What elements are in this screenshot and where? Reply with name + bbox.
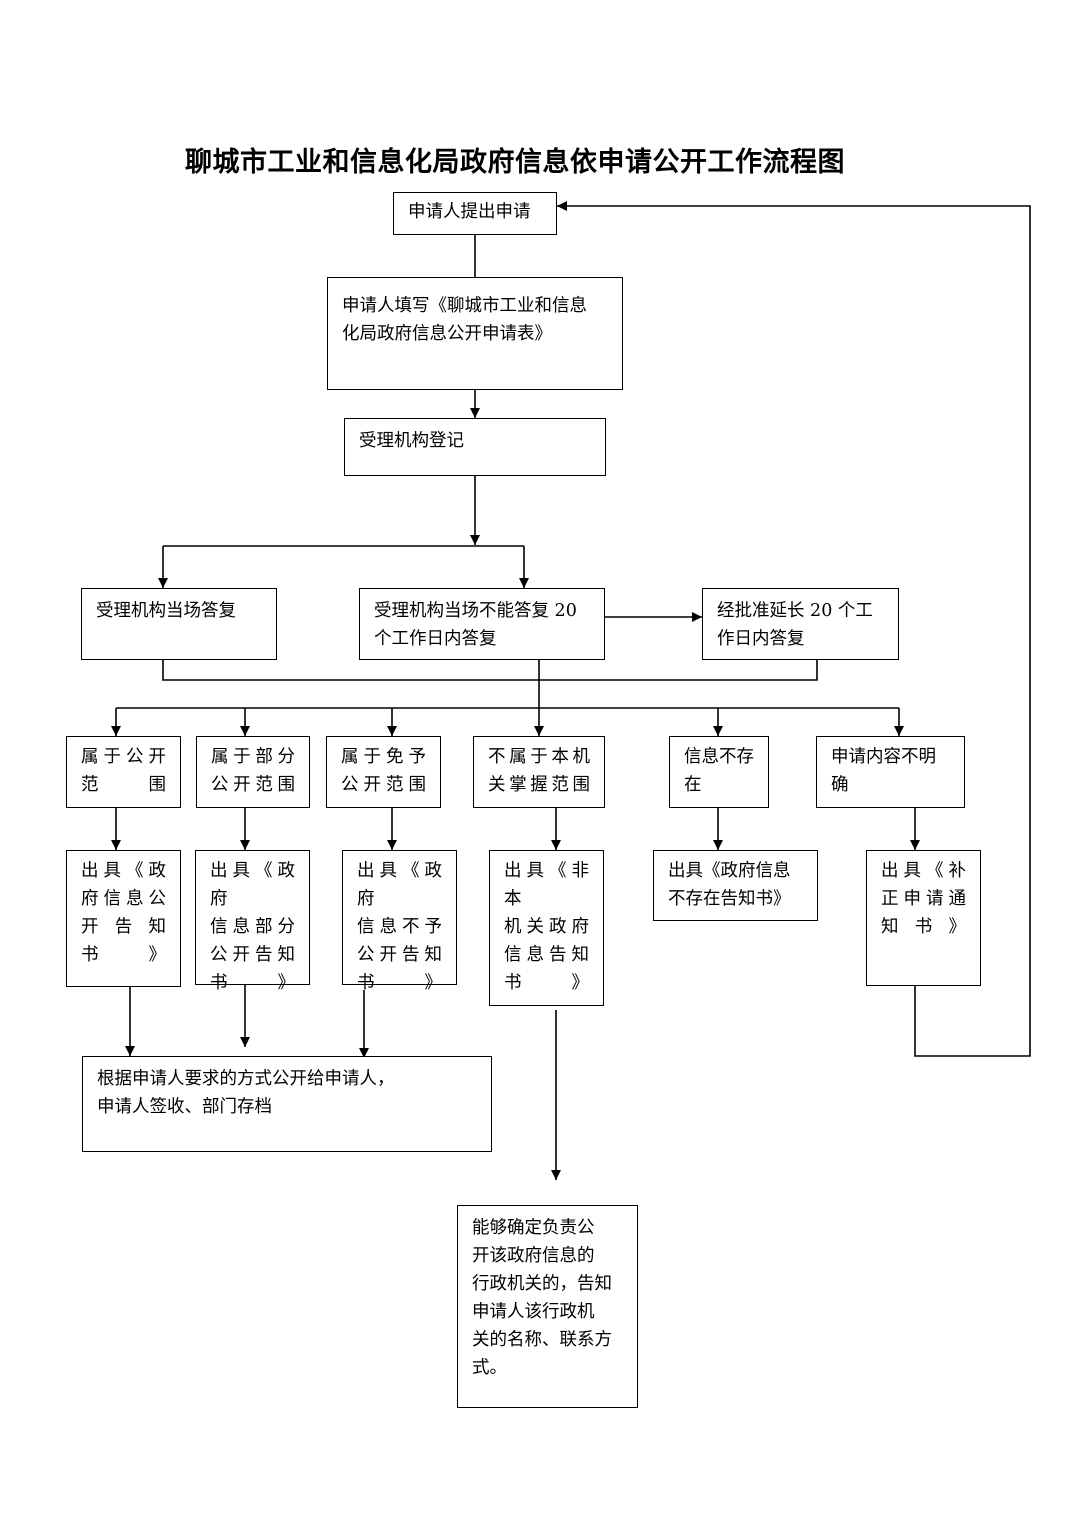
node-register: 受理机构登记 (344, 418, 606, 476)
node-inform-org: 能够确定负责公 开该政府信息的 行政机关的，告知 申请人该行政机 关的名称、联系… (457, 1205, 638, 1408)
node-deliver: 根据申请人要求的方式公开给申请人， 申请人签收、部门存档 (82, 1056, 492, 1152)
node-unclear: 申请内容不明 确 (816, 736, 965, 808)
node-extend-20days: 经批准延长 20 个工 作日内答复 (702, 588, 899, 660)
connector-merge-line (162, 660, 818, 681)
node-reply-on-spot: 受理机构当场答复 (81, 588, 277, 660)
node-not-our-scope: 不属于本机 关掌握范围 (473, 736, 605, 808)
node-fill-form: 申请人填写《聊城市工业和信息 化局政府信息公开申请表》 (327, 277, 623, 390)
node-reply-20days: 受理机构当场不能答复 20 个工作日内答复 (359, 588, 605, 660)
arrow-correction-loop (557, 201, 1031, 1057)
node-notice-public: 出具《政 府信息公 开告知 书》 (66, 850, 181, 987)
node-apply: 申请人提出申请 (393, 192, 557, 235)
node-partial-scope: 属于部分 公开范围 (196, 736, 310, 808)
node-public-scope: 属于公开 范围 (66, 736, 181, 808)
node-exempt-scope: 属于免予 公开范围 (326, 736, 441, 808)
page-title: 聊城市工业和信息化局政府信息依申请公开工作流程图 (185, 147, 845, 178)
node-notice-correction: 出具《补 正申请通 知书》 (866, 850, 981, 986)
node-notice-partial: 出具《政府 信息部分 公开告知 书》 (195, 850, 310, 993)
node-notice-exempt: 出具《政府 信息不予 公开告知 书》 (342, 850, 457, 993)
node-notice-other-org: 出具《非本 机关政府 信息告知 书》 (489, 850, 604, 1006)
node-notice-not-exist: 出具《政府信息 不存在告知书》 (653, 850, 818, 921)
node-not-exist: 信息不存 在 (669, 736, 769, 808)
